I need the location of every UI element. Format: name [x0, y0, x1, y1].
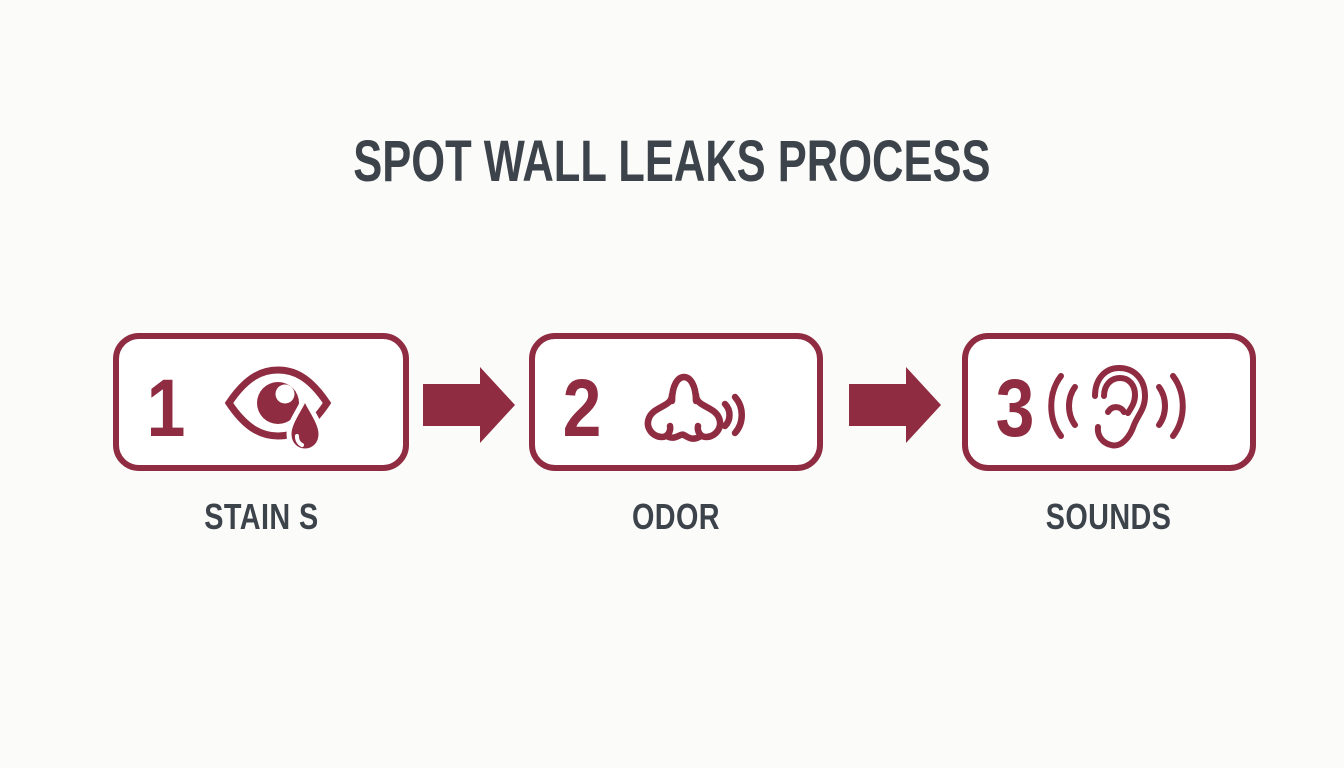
page-title: SPOT WALL LEAKS PROCESS — [0, 132, 1344, 192]
step-label-text: SOUNDS — [1046, 496, 1172, 537]
step-label-odor: ODOR — [529, 496, 823, 538]
step-number: 2 — [562, 363, 602, 454]
ear-sound-icon — [1042, 356, 1192, 460]
arrow-right-icon — [849, 367, 941, 443]
step-label-text: ODOR — [632, 496, 720, 537]
page-title-text: SPOT WALL LEAKS PROCESS — [353, 129, 991, 194]
step-number: 3 — [995, 363, 1035, 454]
step-label-sounds: SOUNDS — [962, 496, 1256, 538]
step-number: 1 — [146, 363, 186, 454]
step-box-odor: 2 — [529, 333, 823, 471]
step-label-stains: STAIN S — [113, 496, 409, 538]
step-box-stains: 1 — [113, 333, 409, 471]
arrow-right-icon — [423, 367, 515, 443]
nose-smell-icon — [635, 357, 749, 451]
step-box-sounds: 3 — [962, 333, 1256, 471]
step-label-text: STAIN S — [203, 496, 319, 537]
eye-tear-icon — [223, 361, 335, 457]
